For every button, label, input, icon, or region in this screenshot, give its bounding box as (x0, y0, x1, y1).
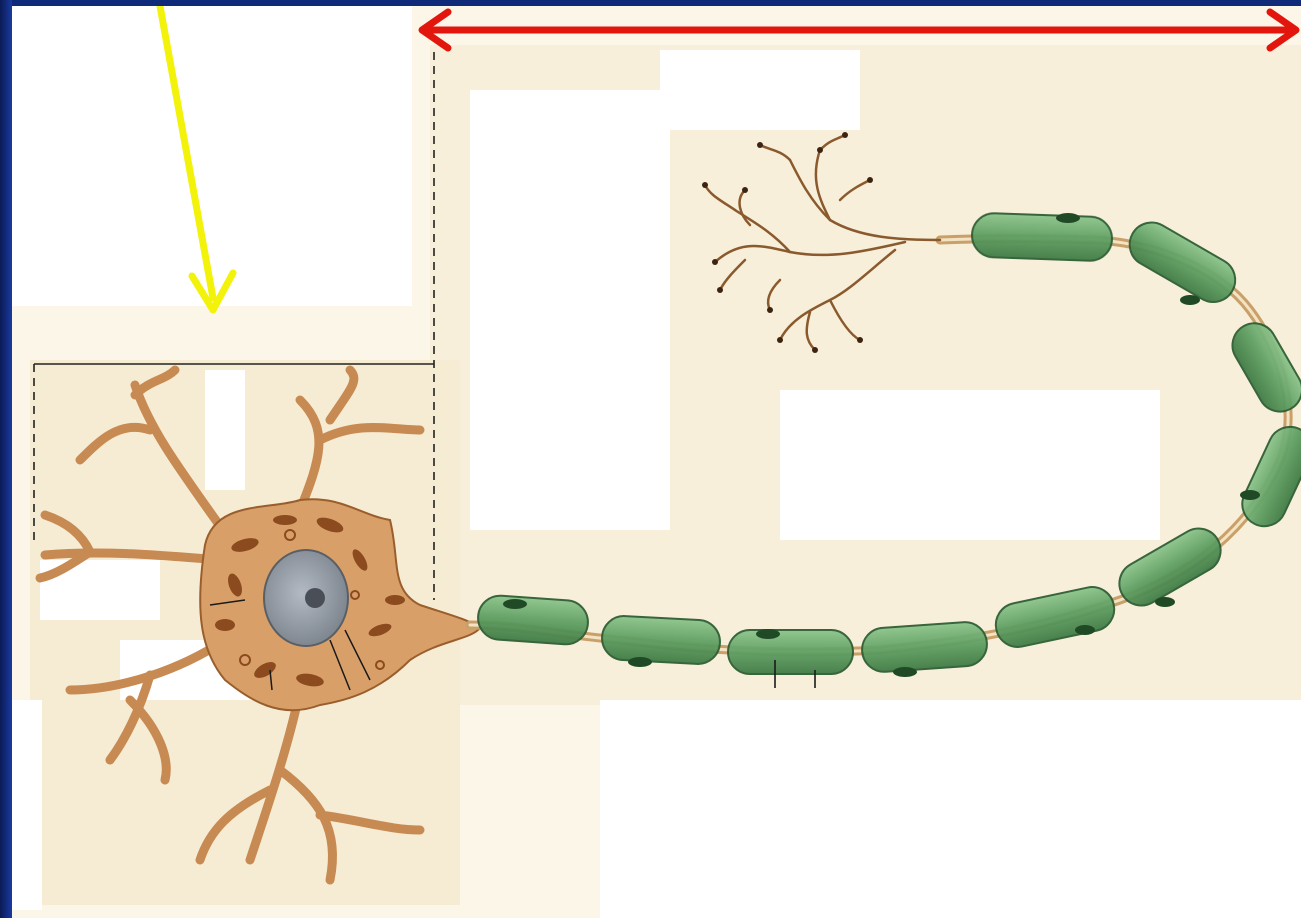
slide-frame-left (0, 0, 12, 918)
neuron-diagram (12, 6, 1301, 918)
nucleolus (305, 588, 325, 608)
